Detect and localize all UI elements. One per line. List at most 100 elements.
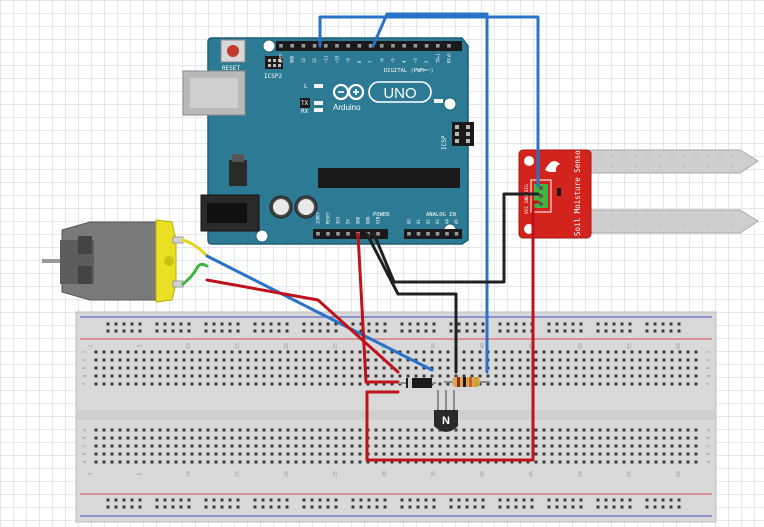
- breadboard-hole[interactable]: [510, 428, 514, 432]
- rail-hole[interactable]: [155, 322, 159, 326]
- breadboard-hole[interactable]: [190, 358, 194, 362]
- breadboard-hole[interactable]: [470, 452, 474, 456]
- breadboard-hole[interactable]: [638, 428, 642, 432]
- rail-hole[interactable]: [596, 505, 600, 509]
- breadboard-hole[interactable]: [582, 366, 586, 370]
- breadboard-hole[interactable]: [686, 366, 690, 370]
- rail-hole[interactable]: [204, 498, 208, 502]
- rail-hole[interactable]: [612, 329, 616, 333]
- breadboard-hole[interactable]: [126, 460, 130, 464]
- breadboard-hole[interactable]: [278, 460, 282, 464]
- header-pin[interactable]: [316, 232, 320, 236]
- rail-hole[interactable]: [498, 322, 502, 326]
- breadboard-hole[interactable]: [558, 358, 562, 362]
- breadboard-hole[interactable]: [446, 452, 450, 456]
- rail-hole[interactable]: [310, 322, 314, 326]
- breadboard-hole[interactable]: [630, 374, 634, 378]
- breadboard-hole[interactable]: [454, 460, 458, 464]
- rail-hole[interactable]: [114, 505, 118, 509]
- rail-hole[interactable]: [555, 505, 559, 509]
- breadboard-hole[interactable]: [590, 350, 594, 354]
- header-pin[interactable]: [324, 44, 328, 48]
- breadboard-hole[interactable]: [374, 444, 378, 448]
- breadboard-hole[interactable]: [246, 350, 250, 354]
- breadboard-hole[interactable]: [230, 358, 234, 362]
- breadboard-hole[interactable]: [422, 460, 426, 464]
- rail-hole[interactable]: [498, 505, 502, 509]
- breadboard-hole[interactable]: [502, 358, 506, 362]
- breadboard-hole[interactable]: [334, 350, 338, 354]
- rail-hole[interactable]: [302, 498, 306, 502]
- header-pin[interactable]: [436, 44, 440, 48]
- breadboard-hole[interactable]: [286, 460, 290, 464]
- breadboard-hole[interactable]: [638, 358, 642, 362]
- breadboard-hole[interactable]: [606, 374, 610, 378]
- breadboard-hole[interactable]: [406, 460, 410, 464]
- rail-hole[interactable]: [155, 498, 159, 502]
- header-pin[interactable]: [435, 232, 440, 236]
- breadboard-hole[interactable]: [558, 436, 562, 440]
- breadboard-hole[interactable]: [622, 428, 626, 432]
- breadboard-hole[interactable]: [134, 444, 138, 448]
- rail-hole[interactable]: [261, 498, 265, 502]
- rail-hole[interactable]: [522, 505, 526, 509]
- breadboard-hole[interactable]: [646, 436, 650, 440]
- breadboard-hole[interactable]: [286, 436, 290, 440]
- breadboard-hole[interactable]: [126, 444, 130, 448]
- rail-hole[interactable]: [318, 322, 322, 326]
- breadboard-hole[interactable]: [598, 436, 602, 440]
- breadboard-hole[interactable]: [334, 460, 338, 464]
- breadboard-hole[interactable]: [310, 444, 314, 448]
- breadboard-hole[interactable]: [574, 452, 578, 456]
- breadboard-hole[interactable]: [110, 374, 114, 378]
- breadboard-hole[interactable]: [118, 428, 122, 432]
- rail-hole[interactable]: [171, 498, 175, 502]
- breadboard-hole[interactable]: [198, 460, 202, 464]
- breadboard-hole[interactable]: [614, 452, 618, 456]
- rail-hole[interactable]: [285, 498, 289, 502]
- breadboard-hole[interactable]: [574, 358, 578, 362]
- header-pin[interactable]: [413, 44, 418, 48]
- rail-hole[interactable]: [432, 329, 436, 333]
- breadboard-hole[interactable]: [462, 366, 466, 370]
- breadboard-hole[interactable]: [406, 374, 410, 378]
- breadboard-hole[interactable]: [574, 350, 578, 354]
- breadboard-hole[interactable]: [246, 452, 250, 456]
- breadboard-hole[interactable]: [150, 374, 154, 378]
- breadboard-hole[interactable]: [286, 366, 290, 370]
- header-pin[interactable]: [357, 44, 362, 48]
- header-pin[interactable]: [416, 232, 421, 236]
- rail-hole[interactable]: [171, 329, 175, 333]
- rail-hole[interactable]: [122, 322, 126, 326]
- breadboard-hole[interactable]: [118, 452, 122, 456]
- breadboard-hole[interactable]: [326, 460, 330, 464]
- breadboard-hole[interactable]: [294, 374, 298, 378]
- breadboard-hole[interactable]: [174, 382, 178, 386]
- rail-hole[interactable]: [596, 322, 600, 326]
- rail-hole[interactable]: [620, 322, 624, 326]
- breadboard-hole[interactable]: [118, 358, 122, 362]
- rail-hole[interactable]: [612, 498, 616, 502]
- breadboard-hole[interactable]: [270, 374, 274, 378]
- breadboard-hole[interactable]: [502, 452, 506, 456]
- breadboard-hole[interactable]: [606, 460, 610, 464]
- breadboard-hole[interactable]: [478, 382, 482, 386]
- rail-hole[interactable]: [334, 322, 338, 326]
- rail-hole[interactable]: [277, 329, 281, 333]
- breadboard-hole[interactable]: [238, 350, 242, 354]
- breadboard-hole[interactable]: [214, 428, 218, 432]
- breadboard-hole[interactable]: [526, 436, 530, 440]
- breadboard-hole[interactable]: [342, 444, 346, 448]
- breadboard-hole[interactable]: [230, 436, 234, 440]
- rail-hole[interactable]: [171, 322, 175, 326]
- rail-hole[interactable]: [367, 498, 371, 502]
- breadboard-hole[interactable]: [670, 444, 674, 448]
- breadboard-hole[interactable]: [566, 358, 570, 362]
- breadboard-hole[interactable]: [550, 366, 554, 370]
- breadboard-hole[interactable]: [406, 444, 410, 448]
- breadboard-hole[interactable]: [638, 452, 642, 456]
- breadboard-hole[interactable]: [110, 460, 114, 464]
- breadboard-hole[interactable]: [662, 460, 666, 464]
- breadboard-hole[interactable]: [326, 382, 330, 386]
- breadboard-hole[interactable]: [206, 444, 210, 448]
